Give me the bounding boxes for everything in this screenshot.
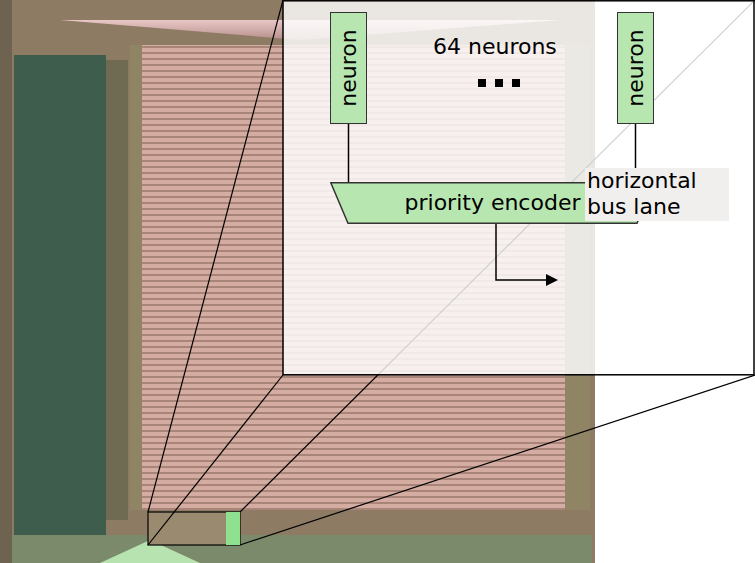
node-label: priority encoder (405, 190, 581, 215)
node-label: neuron (336, 29, 361, 106)
bus-label: horizontal bus lane (585, 168, 729, 221)
neuron-box: neuron (617, 12, 654, 124)
node-label: neuron (623, 29, 648, 106)
connector-wire (348, 124, 349, 182)
neuron-box: neuron (330, 12, 367, 124)
count-label: 64 neurons (433, 34, 557, 60)
